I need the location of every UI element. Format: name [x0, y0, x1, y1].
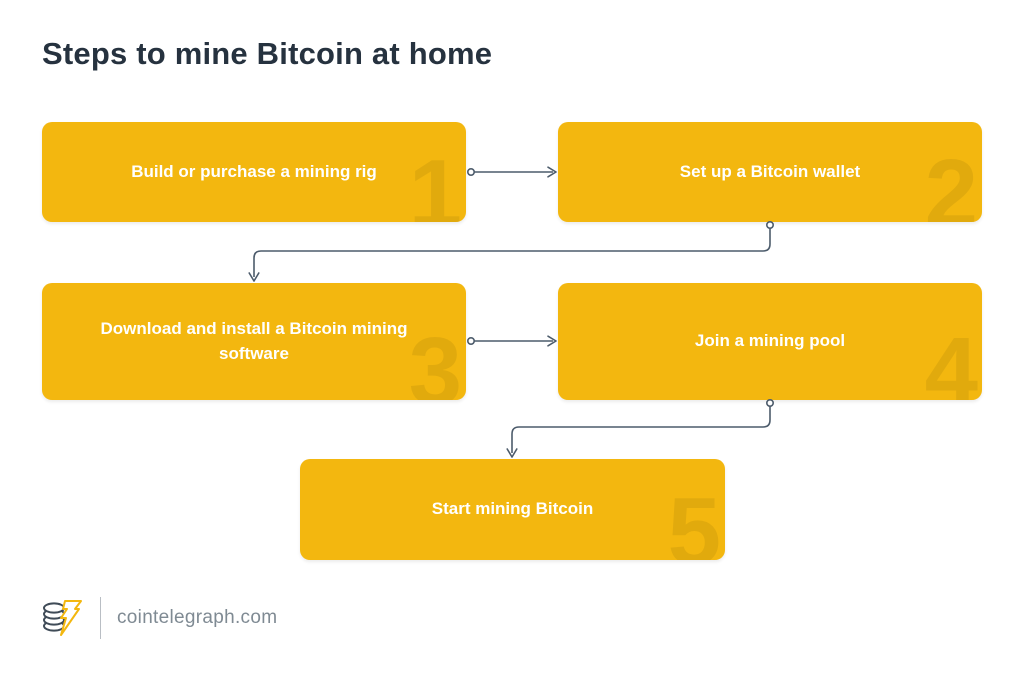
- cointelegraph-logo-icon: [43, 600, 82, 636]
- step-number-watermark: 5: [667, 478, 721, 561]
- step-box-1: 1 Build or purchase a mining rig: [42, 122, 466, 222]
- footer-divider: [100, 597, 101, 639]
- step-box-2: 2 Set up a Bitcoin wallet: [558, 122, 982, 222]
- step-number-watermark: 2: [924, 140, 978, 223]
- step-label: Start mining Bitcoin: [431, 499, 594, 519]
- connector-arrow-1-2: [466, 166, 557, 178]
- step-label: Join a mining pool: [694, 331, 846, 351]
- step-box-5: 5 Start mining Bitcoin: [300, 459, 725, 560]
- step-label: Set up a Bitcoin wallet: [679, 161, 861, 181]
- lightning-bolt-icon: [60, 600, 82, 636]
- step-box-4: 4 Join a mining pool: [558, 283, 982, 400]
- connector-arrow-4-5: [506, 398, 774, 458]
- page-title: Steps to mine Bitcoin at home: [42, 36, 493, 71]
- step-label: Download and install a Bitcoin mining so…: [100, 318, 408, 363]
- step-number-watermark: 4: [924, 318, 978, 401]
- step-box-3: 3 Download and install a Bitcoin mining …: [42, 283, 466, 400]
- step-label: Build or purchase a mining rig: [131, 161, 377, 181]
- connector-arrow-3-4: [466, 335, 557, 347]
- step-number-watermark: 3: [408, 318, 462, 401]
- footer-branding: cointelegraph.com: [38, 594, 277, 642]
- step-number-watermark: 1: [408, 140, 462, 223]
- footer-site-text: cointelegraph.com: [117, 607, 278, 628]
- connector-arrow-2-3: [248, 221, 774, 282]
